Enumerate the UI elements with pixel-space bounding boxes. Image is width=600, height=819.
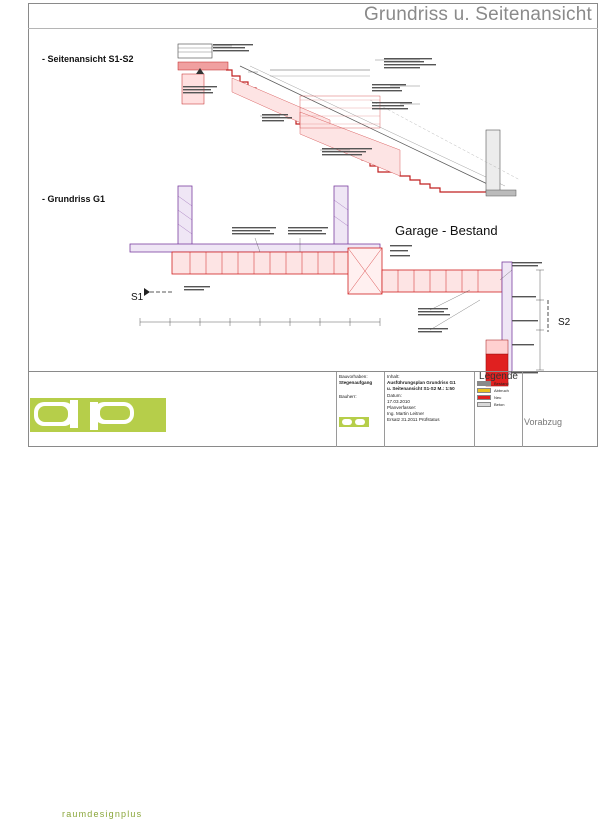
date-value: 17.03.2010 xyxy=(387,398,410,404)
legend-item: Bestand xyxy=(477,380,520,387)
designer-label: Planverfasser: xyxy=(387,405,417,411)
legend-label: Bestand xyxy=(494,380,509,386)
builder-value: Stegenaufgang xyxy=(339,380,373,386)
title-block: raumdesignplus Bauvorhaben: Stegenaufgan… xyxy=(28,371,598,819)
small-logo xyxy=(339,416,369,427)
legend-title: Legende xyxy=(479,371,518,382)
stamp-cell xyxy=(522,372,598,447)
company-name: raumdesignplus xyxy=(62,809,143,819)
drawing-sheet: Grundriss u. Seitenansicht - Seitenansic… xyxy=(28,3,598,819)
builder-label: Bauvorhaben: xyxy=(339,374,368,379)
side-view-drawing xyxy=(177,43,521,197)
garage-label: Garage - Bestand xyxy=(395,223,498,238)
legend-label: Abbruch xyxy=(494,387,509,393)
legend-item: Neu xyxy=(477,394,520,401)
designer-value: Ing. Martin Leitner xyxy=(387,411,425,417)
technical-drawing xyxy=(129,43,549,387)
revision-note: Ersatz 31.2011 Prüfstatus xyxy=(387,417,440,423)
side-view-label: - Seitenansicht S1-S2 xyxy=(42,54,134,64)
legend-label: Beton xyxy=(494,401,505,407)
draft-stamp: Vorabzug xyxy=(524,417,563,427)
content-line-1: Ausführungsplan Grundriss G1 xyxy=(387,380,456,386)
content-label: Inhalt: xyxy=(387,374,400,379)
project-cell: Bauvorhaben: Stegenaufgang Bauherr: xyxy=(336,372,384,447)
legend-item: Abbruch xyxy=(477,387,520,394)
legend-swatch-new xyxy=(477,395,491,401)
floor-plan-label: - Grundriss G1 xyxy=(42,194,106,204)
legend-swatch-existing xyxy=(477,381,491,387)
legend-item: Beton xyxy=(477,401,520,408)
title-divider xyxy=(28,28,598,29)
logo-area xyxy=(28,372,168,447)
legend-swatch-concrete xyxy=(477,402,491,408)
floor-plan-drawing xyxy=(129,185,549,387)
date-label: Datum: xyxy=(387,392,402,398)
sheet-title: Grundriss u. Seitenansicht xyxy=(363,4,592,25)
legend-swatch-demolition xyxy=(477,388,491,394)
section-marker-s1: S1 xyxy=(131,292,144,303)
legend-label: Neu xyxy=(494,394,502,400)
content-line-2: u. Seitenansicht S1-S2 M.: 1:50 xyxy=(387,386,455,392)
client-label: Bauherr: xyxy=(339,394,357,400)
legend: Legende Bestand Abbruch Neu Beton xyxy=(474,371,522,447)
sheet-frame xyxy=(28,3,598,447)
section-marker-s2: S2 xyxy=(558,317,571,328)
content-cell: Inhalt: Ausführungsplan Grundriss G1 u. … xyxy=(384,372,474,447)
company-logo xyxy=(30,398,166,432)
